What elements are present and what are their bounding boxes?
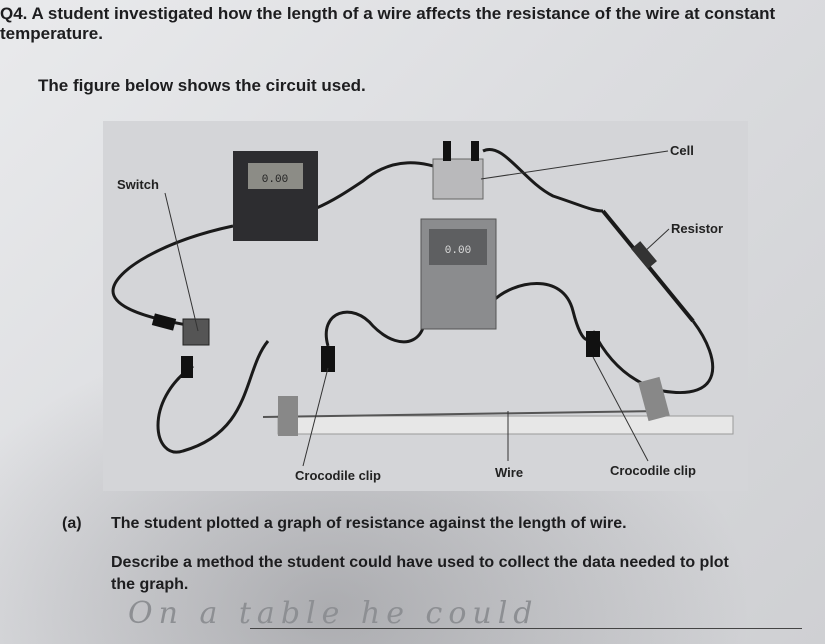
figure-intro: The figure below shows the circuit used. <box>38 76 366 95</box>
crocodile-clip-right-body <box>586 331 600 357</box>
label-cell: Cell <box>670 143 694 158</box>
question-line-1: Q4. A student investigated how the lengt… <box>0 4 776 23</box>
lead-plug <box>151 313 177 331</box>
wire-switch-loop <box>156 340 270 454</box>
label-crocodile-clip-left: Crocodile clip <box>295 468 381 483</box>
center-meter: 0.00 <box>420 218 497 330</box>
metre-ruler <box>277 415 734 435</box>
center-meter-display <box>429 229 487 265</box>
handwritten-answer: On a table he could <box>128 596 539 631</box>
wire-cell-to-resistor <box>482 147 604 213</box>
cell-pointer <box>480 150 669 180</box>
crocodile-clip-left-body <box>321 346 335 372</box>
ruler-clamp-left <box>278 396 298 436</box>
part-a-marker: (a) <box>62 515 82 532</box>
answer-line <box>250 628 802 629</box>
part-a-prompt-line-1: Describe a method the student could have… <box>111 554 729 571</box>
ruler-clamp-right <box>638 376 670 422</box>
clip-left-pointer <box>302 367 329 467</box>
part-a-statement: The student plotted a graph of resistanc… <box>111 515 627 532</box>
circuit-diagram: 0.00 0.00 Switch Cell Resis <box>103 121 748 491</box>
cell-terminal-right <box>471 141 479 161</box>
wire-resistor-to-clip <box>591 320 715 394</box>
switch-pointer <box>164 192 199 332</box>
cell-terminal-left <box>443 141 451 161</box>
question-line-2: temperature. <box>0 24 103 43</box>
part-a-prompt-line-2: the graph. <box>111 576 189 593</box>
circuit-photo: 0.00 0.00 Switch Cell Resis <box>103 121 748 491</box>
cell <box>432 141 484 200</box>
label-switch: Switch <box>117 177 159 192</box>
center-meter-reading: 0.00 <box>445 245 471 257</box>
part-a-prompt: Describe a method the student could have… <box>111 552 801 596</box>
wire-meter-left <box>324 300 427 347</box>
label-crocodile-clip-right: Crocodile clip <box>610 463 696 478</box>
resistor-body <box>631 241 657 269</box>
cell-body <box>432 158 484 200</box>
left-meter: 0.00 <box>233 151 318 241</box>
switch-plug <box>181 356 193 378</box>
label-wire: Wire <box>495 465 523 480</box>
test-wire <box>262 410 664 418</box>
clip-right-pointer <box>592 356 649 462</box>
left-meter-reading: 0.00 <box>262 174 288 186</box>
left-meter-display <box>248 163 303 189</box>
resistor-pointer <box>642 228 670 254</box>
label-resistor: Resistor <box>671 221 723 236</box>
